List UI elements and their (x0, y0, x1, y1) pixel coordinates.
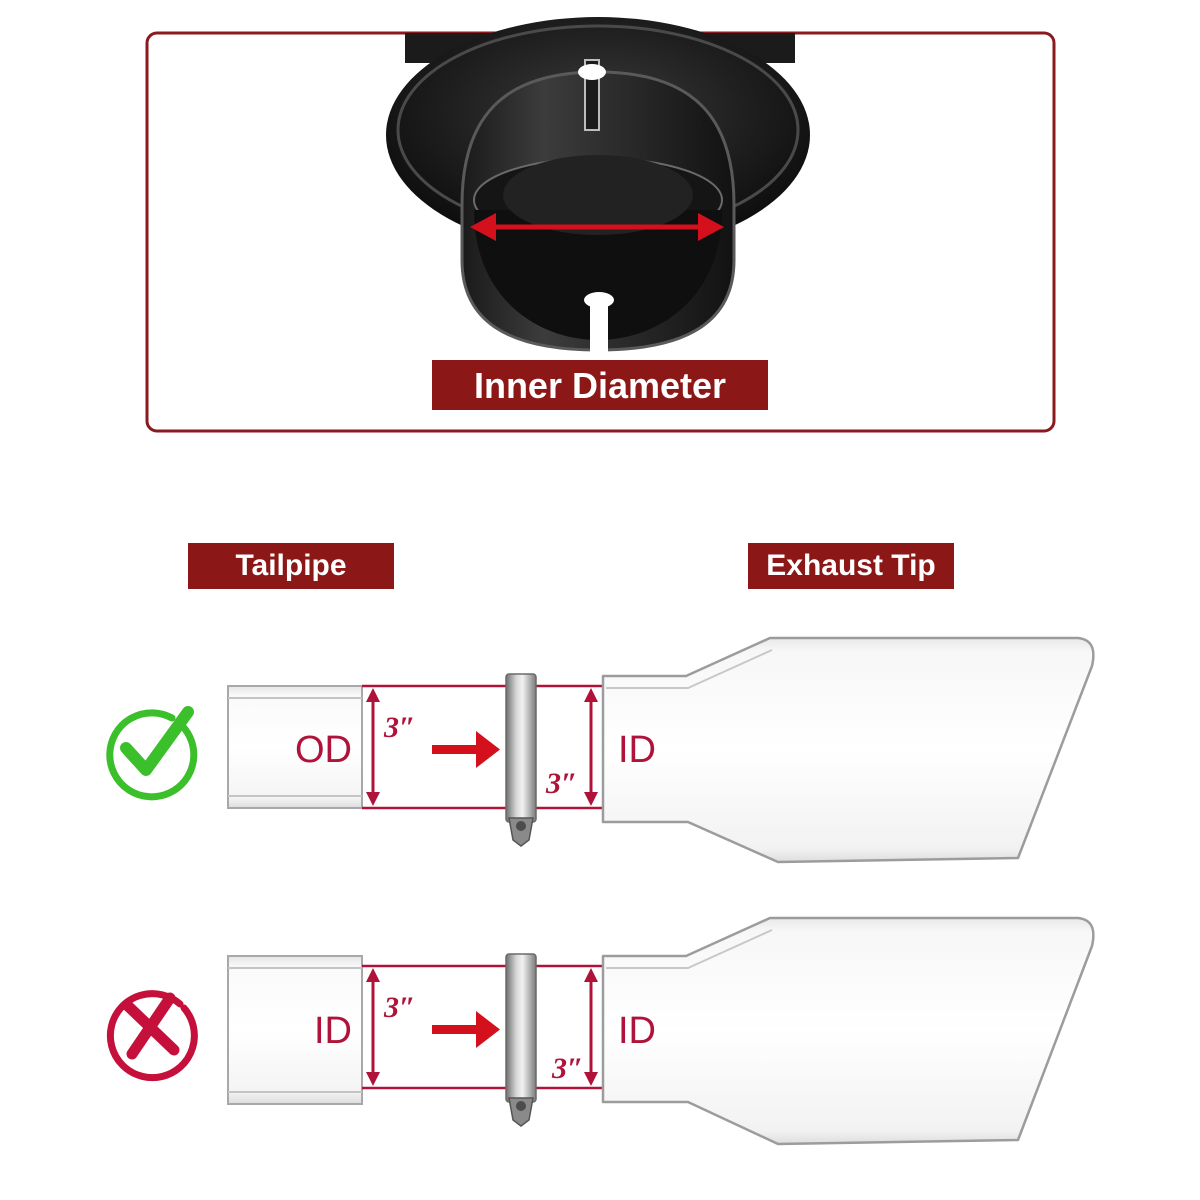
exhaust-tip (601, 916, 1095, 1146)
push-arrow (432, 731, 500, 768)
exhaust-tip-banner (748, 543, 954, 589)
red-cross-icon (106, 990, 198, 1082)
fitment-row-incorrect: ID 3″ 3″ ID (106, 916, 1095, 1146)
tip-dimension-arrow (584, 688, 598, 806)
band-clamp (505, 953, 537, 1127)
tip-id-label: ID (618, 729, 656, 771)
inner-diameter-arrow (470, 213, 724, 241)
fitment-row-correct: OD 3″ 3″ (106, 636, 1095, 864)
tailpipe-banner (188, 543, 394, 589)
tailpipe-dimension: 3″ (383, 991, 416, 1024)
inner-diameter-banner (432, 360, 768, 410)
tailpipe-id-label: ID (314, 1010, 352, 1052)
top-panel: Inner Diameter (145, 17, 1056, 433)
dimension-guides (362, 684, 603, 810)
tip-dimension: 3″ (545, 767, 578, 800)
tip-dimension-arrow (584, 968, 598, 1086)
tailpipe-dimension: 3″ (383, 711, 416, 744)
inner-diameter-label: Inner Diameter (474, 365, 726, 406)
green-check-icon (106, 706, 198, 801)
tip-dimension: 3″ (551, 1052, 584, 1085)
column-headers: Tailpipe Exhaust Tip (188, 543, 954, 589)
exhaust-tip-photo (386, 17, 810, 352)
tip-id-label: ID (618, 1010, 656, 1052)
dimension-guides (362, 964, 603, 1090)
exhaust-tip (601, 636, 1095, 864)
tailpipe-od-label: OD (295, 729, 352, 771)
band-clamp (505, 673, 537, 847)
tailpipe-dimension-arrow (366, 968, 380, 1086)
tailpipe-header: Tailpipe (235, 549, 346, 582)
tailpipe-dimension-arrow (366, 688, 380, 806)
tailpipe (227, 955, 363, 1105)
tailpipe (227, 685, 363, 809)
push-arrow (432, 1011, 500, 1048)
exhaust-tip-header: Exhaust Tip (766, 549, 935, 582)
bottom-slot (590, 300, 608, 352)
